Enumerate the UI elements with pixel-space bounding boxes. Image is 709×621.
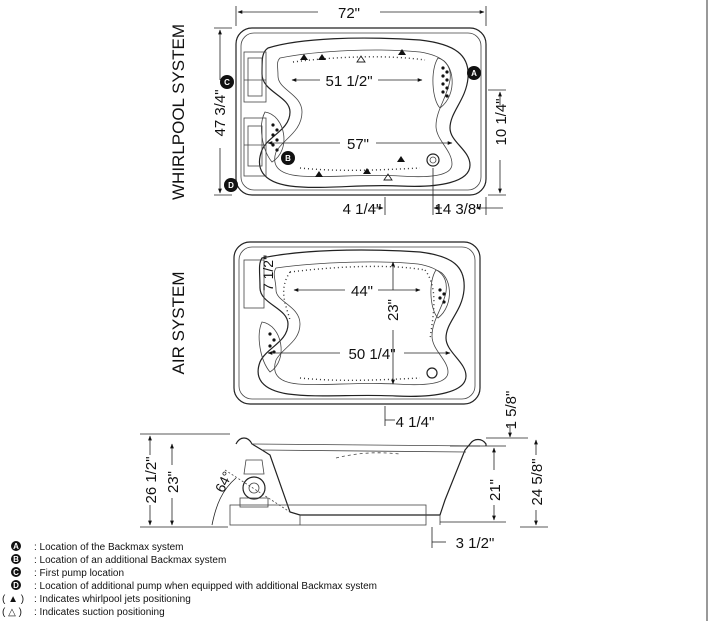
dim-top-width: 72" — [338, 5, 360, 22]
dim-side-height: 23" — [165, 471, 182, 493]
air-top-view — [233, 241, 481, 405]
svg-text:D: D — [13, 581, 19, 590]
marker-d: D — [224, 178, 238, 192]
dim-side-rim: 1 5/8" — [503, 391, 520, 430]
air-system-label: AIR SYSTEM — [169, 272, 188, 375]
dim-side-height-total: 26 1/2" — [143, 456, 160, 503]
dim-air-inner-top: 44" — [351, 283, 373, 300]
legend-symbol-jets: ( ▲ ) — [2, 594, 24, 605]
suction-icon — [356, 55, 393, 181]
dim-air-inner-bottom: 50 1/4" — [348, 346, 395, 363]
legend-item-b: : Location of an additional Backmax syst… — [34, 555, 226, 566]
svg-text:B: B — [13, 555, 19, 564]
legend: A : Location of the Backmax system B : L… — [2, 541, 377, 618]
svg-text:A: A — [471, 69, 477, 78]
side-view — [211, 437, 487, 526]
dim-bottom-right-offset: 14 3/8" — [434, 201, 481, 218]
svg-text:C: C — [224, 78, 230, 87]
svg-text:D: D — [228, 181, 234, 190]
marker-b: B — [281, 151, 295, 165]
side-dimensions: 26 1/2" 23" 64° 1 5/8" 21" 24 5/8" 3 1/2… — [140, 391, 548, 552]
whirlpool-jet-icon — [300, 49, 406, 177]
dim-side-angle: 64° — [212, 469, 236, 495]
marker-a: A — [467, 66, 481, 80]
legend-item-jets: : Indicates whirlpool jets positioning — [34, 594, 191, 605]
pump-icon — [239, 459, 269, 508]
dim-side-inner-depth: 21" — [487, 479, 504, 501]
legend-item-d: : Location of additional pump when equip… — [34, 581, 377, 592]
dim-inner-bottom: 57" — [347, 136, 369, 153]
legend-item-a: : Location of the Backmax system — [34, 542, 184, 553]
legend-symbol-suction: ( △ ) — [2, 607, 22, 618]
svg-text:A: A — [13, 542, 19, 551]
legend-item-c: : First pump location — [34, 568, 124, 579]
whirlpool-top-view — [235, 27, 487, 196]
pump-equipment-icon — [243, 51, 267, 177]
whirlpool-dimensions: 72" 47 3/4" 51 1/2" 57" 10 1/4" 4 1/4" 1… — [212, 5, 510, 218]
dim-side-bottom-offset: 3 1/2" — [456, 535, 495, 552]
dim-top-depth: 47 3/4" — [212, 89, 229, 136]
svg-text:B: B — [285, 154, 291, 163]
air-dimensions: 44" 50 1/4" 23" 7 1/2" 4 1/4" — [260, 255, 451, 431]
dim-air-bottom-offset: 4 1/4" — [396, 414, 435, 431]
dim-right-height: 10 1/4" — [493, 98, 510, 145]
svg-text:C: C — [13, 568, 19, 577]
dim-inner-top: 51 1/2" — [325, 73, 372, 90]
dim-bottom-left-offset: 4 1/4" — [343, 201, 382, 218]
dim-side-right-height: 24 5/8" — [529, 458, 546, 505]
whirlpool-system-label: WHIRLPOOL SYSTEM — [169, 24, 188, 200]
marker-c: C — [220, 75, 234, 89]
dim-air-inner-height: 23" — [385, 299, 402, 321]
dim-air-left-small: 7 1/2" — [260, 255, 276, 291]
legend-item-suction: : Indicates suction positioning — [34, 607, 165, 618]
